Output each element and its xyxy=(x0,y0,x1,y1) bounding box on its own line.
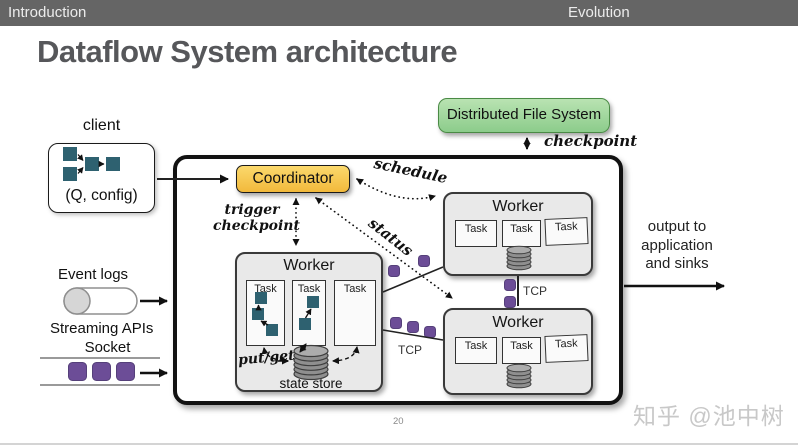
task-box: Task xyxy=(502,220,541,247)
data-packet xyxy=(407,321,419,333)
distributed-file-system-box: Distributed File System xyxy=(438,98,610,133)
watermark: 知乎 @池中树 xyxy=(633,403,785,429)
output-label: output to application and sinks xyxy=(631,218,723,274)
task-label: Task xyxy=(510,223,533,235)
header-bar: Introduction Evolution xyxy=(0,0,798,26)
task-box: Task xyxy=(334,280,376,346)
data-packet xyxy=(68,362,87,381)
worker-bottom-right-box: Worker Task Task Task xyxy=(443,308,593,395)
task-box: Task xyxy=(455,220,497,247)
trigger-label-line1: trigger xyxy=(224,202,280,218)
client-op-node xyxy=(63,147,77,161)
streaming-apis-label: Streaming APIs xyxy=(50,320,154,337)
task-label: Task xyxy=(554,220,578,234)
task-box: Task xyxy=(544,334,589,363)
header-section-evolution: Evolution xyxy=(568,4,630,21)
output-label-line3: and sinks xyxy=(645,255,709,272)
event-logs-label: Event logs xyxy=(58,266,129,283)
bottom-divider xyxy=(0,443,798,445)
data-packet xyxy=(388,265,400,277)
socket-label: Socket xyxy=(84,339,131,356)
tcp-label-right: TCP xyxy=(523,284,547,298)
trigger-checkpoint-label: trigger checkpoint xyxy=(213,202,300,234)
task-op-node xyxy=(307,296,319,308)
trigger-label-line2: checkpoint xyxy=(213,218,300,234)
coordinator-box: Coordinator xyxy=(236,165,350,193)
data-packet xyxy=(504,296,516,308)
socket-rail-top xyxy=(40,357,160,359)
task-label: Task xyxy=(464,340,488,352)
task-box: Task xyxy=(544,217,589,246)
data-packet xyxy=(424,326,436,338)
client-caption: (Q, config) xyxy=(65,187,138,204)
output-label-line2: application xyxy=(641,236,713,254)
data-packet xyxy=(390,317,402,329)
data-packet xyxy=(504,279,516,291)
client-op-node xyxy=(85,157,99,171)
task-label: Task xyxy=(554,337,578,351)
data-packet xyxy=(418,255,430,267)
event-log-cylinder xyxy=(63,287,138,315)
worker-title: Worker xyxy=(492,314,544,331)
output-label-line1: output to xyxy=(647,218,707,235)
client-op-node xyxy=(106,157,120,171)
socket-rail-bottom xyxy=(40,384,160,386)
task-box: Task xyxy=(455,337,497,364)
task-label: Task xyxy=(343,283,367,295)
task-label: Task xyxy=(510,340,533,352)
client-label: client xyxy=(82,117,121,134)
task-op-node xyxy=(255,292,267,304)
data-packet xyxy=(92,362,111,381)
worker-title: Worker xyxy=(492,198,544,215)
task-label: Task xyxy=(297,283,321,295)
client-op-node xyxy=(63,167,77,181)
task-box: Task xyxy=(502,337,541,364)
task-box: Task xyxy=(292,280,326,346)
state-store-label: state store xyxy=(279,376,343,391)
page-number: 20 xyxy=(393,416,404,427)
page-title: Dataflow System architecture xyxy=(37,34,458,69)
checkpoint-label: checkpoint xyxy=(544,132,638,150)
task-label: Task xyxy=(464,223,488,235)
task-op-node xyxy=(252,308,264,320)
task-op-node xyxy=(266,324,278,336)
worker-title: Worker xyxy=(283,257,335,274)
worker-top-right-box: Worker Task Task Task xyxy=(443,192,593,276)
task-op-node xyxy=(299,318,311,330)
tcp-label-bottom: TCP xyxy=(398,343,422,357)
data-packet xyxy=(116,362,135,381)
header-section-introduction: Introduction xyxy=(8,4,87,21)
